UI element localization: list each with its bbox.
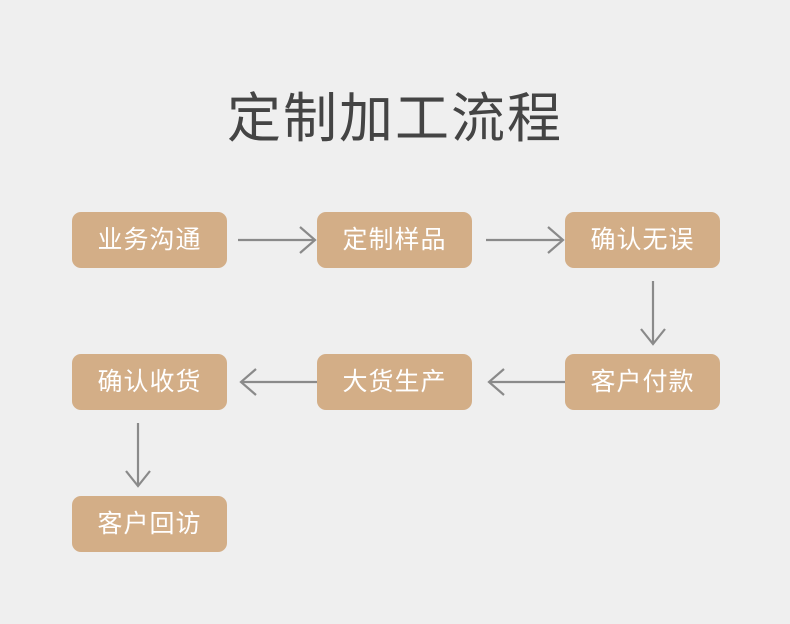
flow-node-confirm-correct[interactable]: 确认无误: [565, 212, 720, 268]
arrow-down-icon-confirm-to-payment: [635, 280, 671, 348]
flow-node-custom-sample[interactable]: 定制样品: [317, 212, 472, 268]
page-title: 定制加工流程: [227, 89, 563, 149]
arrow-right-icon-sample-to-confirm: [484, 222, 568, 258]
flow-node-customer-followup[interactable]: 客户回访: [72, 496, 227, 552]
flow-node-customer-payment[interactable]: 客户付款: [565, 354, 720, 410]
arrow-right-icon-business-to-sample: [236, 222, 320, 258]
flow-node-bulk-production[interactable]: 大货生产: [317, 354, 472, 410]
flow-node-business-communication[interactable]: 业务沟通: [72, 212, 227, 268]
flow-node-confirm-receipt[interactable]: 确认收货: [72, 354, 227, 410]
arrow-left-icon-production-to-receipt: [236, 364, 320, 400]
arrow-left-icon-payment-to-production: [484, 364, 568, 400]
arrow-down-icon-receipt-to-followup: [120, 422, 156, 490]
